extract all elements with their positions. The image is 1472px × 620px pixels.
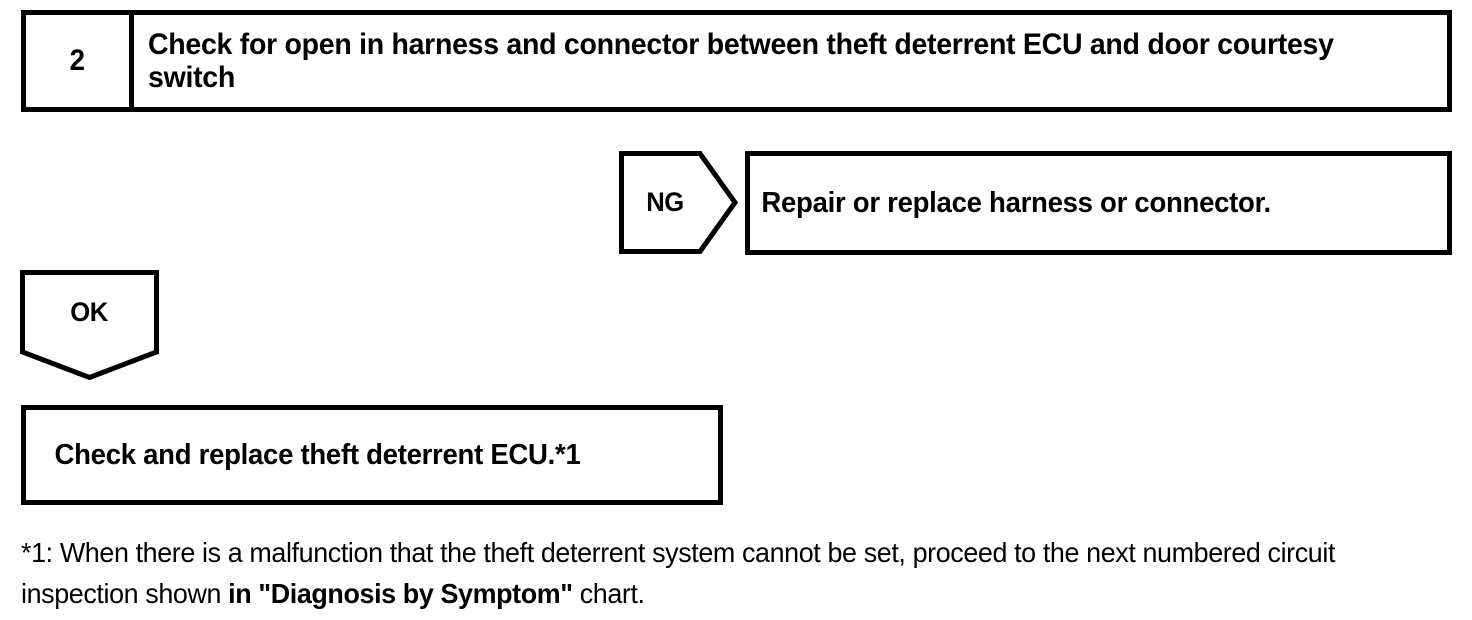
ng-result-text: Repair or replace harness or connector. xyxy=(761,186,1271,219)
ng-branch-label: NG xyxy=(646,187,684,217)
ng-branch-marker: NG xyxy=(619,151,738,254)
ok-result-box: Check and replace theft deterrent ECU.*1 xyxy=(21,405,723,505)
footnote: *1: When there is a malfunction that the… xyxy=(21,532,1403,614)
footnote-text-part2: chart. xyxy=(572,578,645,609)
footnote-marker: *1: xyxy=(21,537,53,568)
footnote-text-part1: When there is a malfunction that the the… xyxy=(21,537,1336,609)
step-number: 2 xyxy=(69,44,86,77)
right-pointing-pentagon-icon xyxy=(619,151,738,254)
step-number-cell: 2 xyxy=(26,15,134,107)
inspection-step-box: 2 Check for open in harness and connecto… xyxy=(21,10,1452,112)
ok-result-text: Check and replace theft deterrent ECU.*1 xyxy=(54,438,581,471)
step-instruction-text: Check for open in harness and connector … xyxy=(148,28,1334,94)
down-pointing-pentagon-icon xyxy=(20,270,159,380)
ok-branch-label: OK xyxy=(70,296,108,327)
footnote-emphasis: in "Diagnosis by Symptom" xyxy=(228,578,573,609)
ng-result-box: Repair or replace harness or connector. xyxy=(745,151,1452,255)
ok-branch-marker: OK xyxy=(20,270,160,380)
